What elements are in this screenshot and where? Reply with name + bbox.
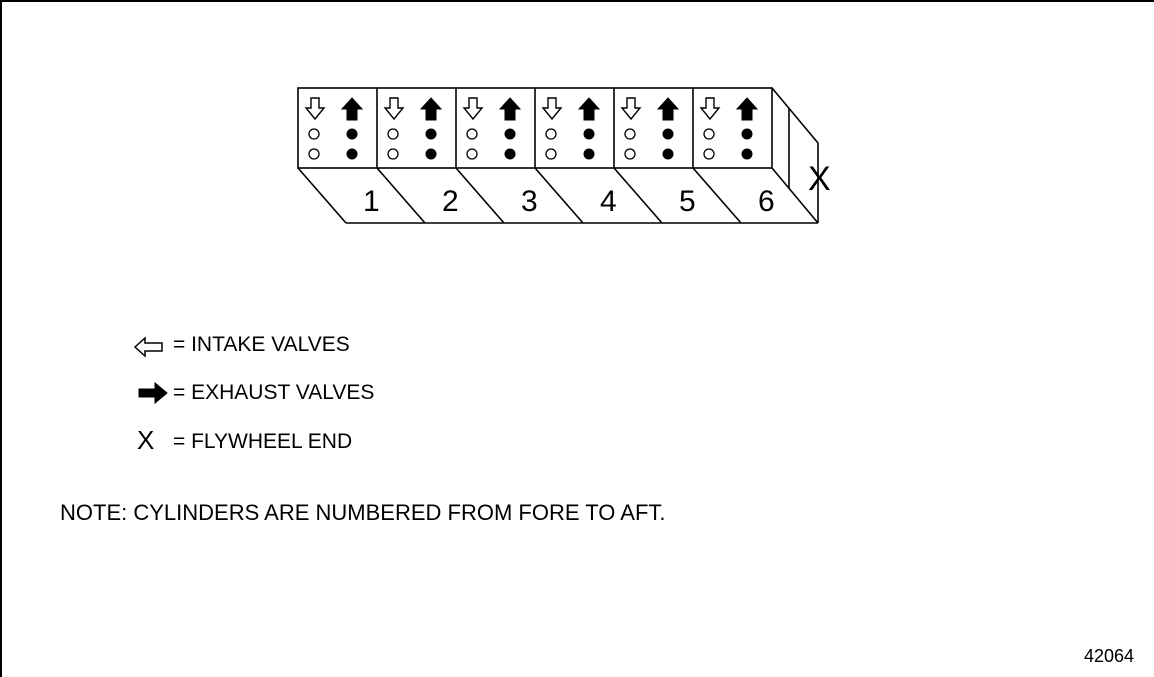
valve-symbols bbox=[304, 97, 759, 160]
cylinder-divider-slant bbox=[376, 167, 426, 224]
cylinder-number: 2 bbox=[442, 185, 459, 218]
intake-valve-arrow-icon bbox=[304, 97, 326, 121]
exhaust-valve bbox=[583, 128, 595, 140]
intake-valve bbox=[545, 128, 557, 140]
intake-valve bbox=[466, 148, 478, 160]
intake-valve bbox=[466, 128, 478, 140]
cylinder-dividers bbox=[376, 88, 742, 224]
flywheel-end-marker: X bbox=[808, 160, 831, 198]
numbering-note: NOTE: CYLINDERS ARE NUMBERED FROM FORE T… bbox=[60, 500, 666, 525]
exhaust-valve bbox=[504, 148, 516, 160]
exhaust-valve bbox=[662, 148, 674, 160]
intake-valve bbox=[545, 148, 557, 160]
cylinder-divider-slant bbox=[534, 167, 584, 224]
intake-valve bbox=[387, 148, 399, 160]
exhaust-arrow-icon bbox=[138, 381, 168, 405]
cylinder-divider-slant bbox=[613, 167, 663, 224]
flywheel-legend-symbol: X bbox=[137, 425, 155, 455]
cylinder-number: 4 bbox=[600, 185, 617, 218]
intake-valve-arrow-icon bbox=[620, 97, 642, 121]
intake-valve bbox=[624, 148, 636, 160]
exhaust-valve bbox=[741, 148, 753, 160]
exhaust-valve bbox=[504, 128, 516, 140]
intake-valve bbox=[308, 148, 320, 160]
intake-valve-arrow-icon bbox=[383, 97, 405, 121]
exhaust-legend-label: = EXHAUST VALVES bbox=[173, 381, 375, 404]
intake-valve bbox=[387, 128, 399, 140]
exhaust-valve bbox=[425, 128, 437, 140]
figure-number: 42064 bbox=[1084, 646, 1135, 666]
intake-valve bbox=[308, 128, 320, 140]
exhaust-valve bbox=[425, 148, 437, 160]
exhaust-valve-arrow-icon bbox=[656, 97, 680, 121]
cylinder-numbers: 1 2 3 4 5 6 bbox=[363, 185, 775, 218]
exhaust-valve bbox=[583, 148, 595, 160]
intake-arrow-icon bbox=[133, 336, 163, 358]
cylinder-number: 1 bbox=[363, 185, 380, 218]
cylinder-divider-slant bbox=[692, 167, 742, 224]
exhaust-valve bbox=[346, 148, 358, 160]
cylinder-number: 5 bbox=[679, 185, 696, 218]
intake-valve-arrow-icon bbox=[699, 97, 721, 121]
intake-legend-label: = INTAKE VALVES bbox=[173, 333, 350, 356]
exhaust-valve bbox=[741, 128, 753, 140]
exhaust-valve-arrow-icon bbox=[498, 97, 522, 121]
cylinder-number: 6 bbox=[758, 185, 775, 218]
exhaust-valve bbox=[662, 128, 674, 140]
exhaust-valve-arrow-icon bbox=[577, 97, 601, 121]
intake-valve bbox=[624, 128, 636, 140]
exhaust-valve-arrow-icon bbox=[735, 97, 759, 121]
exhaust-valve-arrow-icon bbox=[340, 97, 364, 121]
intake-valve bbox=[703, 148, 715, 160]
cylinder-number: 3 bbox=[521, 185, 538, 218]
cylinder-divider-slant bbox=[455, 167, 505, 224]
intake-valve-arrow-icon bbox=[462, 97, 484, 121]
exhaust-valve bbox=[346, 128, 358, 140]
intake-valve-arrow-icon bbox=[541, 97, 563, 121]
exhaust-valve-arrow-icon bbox=[419, 97, 443, 121]
flywheel-legend-label: = FLYWHEEL END bbox=[173, 430, 353, 453]
intake-valve bbox=[703, 128, 715, 140]
